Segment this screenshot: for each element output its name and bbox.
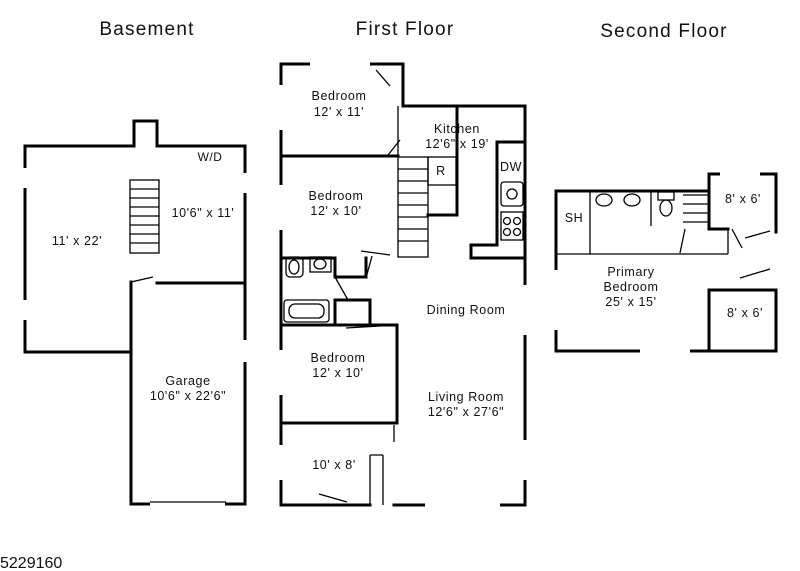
basement-title: Basement [99,19,194,40]
bedroom-3-label: Bedroom [311,351,366,365]
first-floor-stairs [397,156,429,258]
second-floor-title: Second Floor [600,21,727,42]
basement-plan [23,119,247,506]
bedroom-2-size: 12' x 10' [310,204,361,218]
garage-size: 10'6" x 22'6" [150,389,226,403]
closet-top-size: 8' x 6' [725,192,761,206]
closet-bottom-size: 8' x 6' [727,306,763,320]
washer-dryer-label: W/D [198,150,223,164]
refrigerator-label: R [436,164,446,178]
bedroom-2-label: Bedroom [309,189,364,203]
dishwasher-label: DW [500,160,522,174]
first-floor-plan [279,62,527,507]
second-floor-stairs [683,194,708,223]
kitchen-size: 12'6" x 19' [425,137,489,151]
living-room-size: 12'6" x 27'6" [428,405,504,419]
bedroom-1-size: 12' x 11' [314,105,364,119]
garage-label: Garage [165,374,210,388]
basement-room-a-size: 10'6" x 11' [172,206,235,220]
primary-bedroom-label-2: Bedroom [604,280,659,294]
primary-bedroom-label-1: Primary [607,265,654,279]
bedroom-1-label: Bedroom [312,89,367,103]
second-floor-plan [554,172,778,353]
kitchen-label: Kitchen [434,122,480,136]
porch-size: 10' x 8' [312,458,356,472]
primary-bedroom-size: 25' x 15' [605,295,656,309]
bedroom-3-size: 12' x 10' [312,366,363,380]
dining-room-label: Dining Room [427,303,506,317]
basement-stairs [129,179,160,254]
living-room-label: Living Room [428,390,504,404]
first-floor-title: First Floor [356,19,455,40]
shower-label: SH [565,211,584,225]
basement-room-b-size: 11' x 22' [52,234,102,248]
listing-id: 5229160 [0,555,62,571]
